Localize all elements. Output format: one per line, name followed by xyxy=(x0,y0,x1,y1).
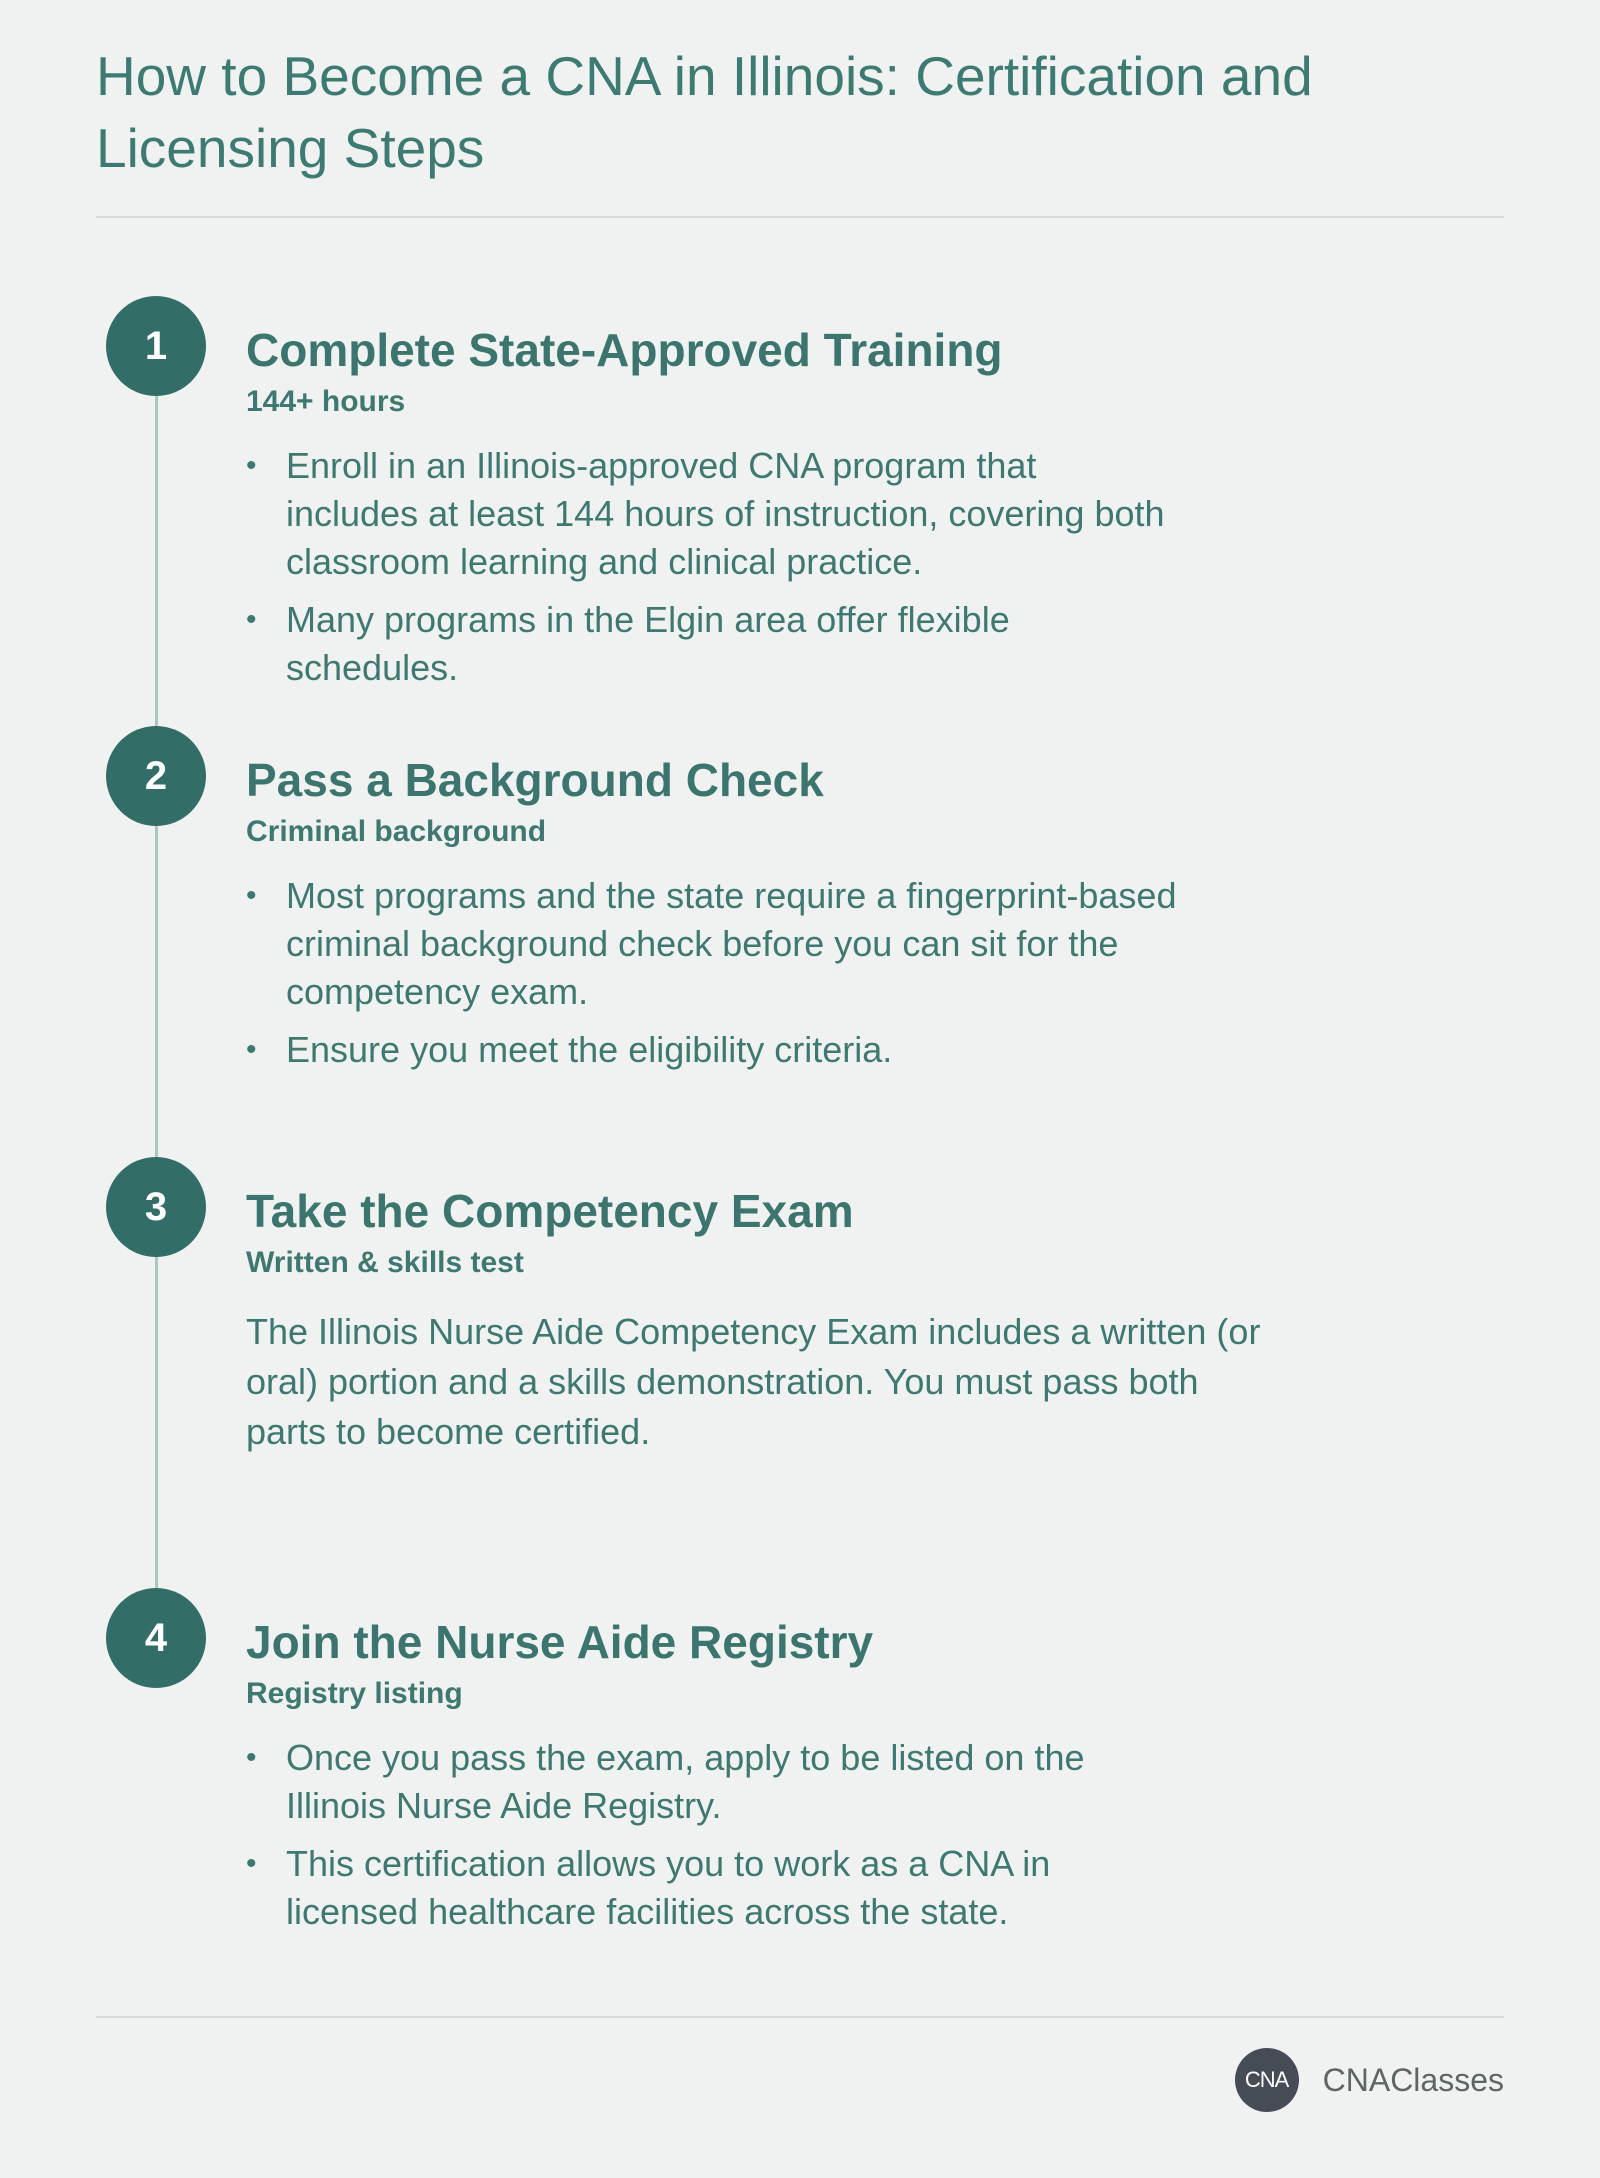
step-bullet-list: Most programs and the state require a fi… xyxy=(246,872,1246,1084)
footer-divider xyxy=(96,2016,1504,2018)
step-title: Take the Competency Exam xyxy=(246,1185,854,1237)
step-number-badge: 3 xyxy=(106,1157,206,1257)
step-title: Complete State-Approved Training xyxy=(246,324,1003,376)
bullet-item: Ensure you meet the eligibility criteria… xyxy=(246,1026,1246,1074)
bullet-item: Most programs and the state require a fi… xyxy=(246,872,1246,1016)
brand-name: CNAClasses xyxy=(1322,2061,1504,2098)
page-title: How to Become a CNA in Illinois: Certifi… xyxy=(96,45,1313,179)
step-number-badge: 4 xyxy=(106,1588,206,1688)
brand-logo: CNA CNAClasses xyxy=(1234,2048,1504,2112)
step-title: Pass a Background Check xyxy=(246,754,824,806)
step-subtitle: 144+ hours xyxy=(246,385,406,418)
step-subtitle: Criminal background xyxy=(246,815,547,848)
bullet-item: Once you pass the exam, apply to be list… xyxy=(246,1734,1166,1830)
step-number-badge: 2 xyxy=(106,726,206,826)
step-bullet-list: Enroll in an Illinois-approved CNA progr… xyxy=(246,442,1166,702)
bullet-item: This certification allows you to work as… xyxy=(246,1840,1166,1936)
step-bullet-list: Once you pass the exam, apply to be list… xyxy=(246,1734,1166,1946)
step-subtitle: Registry listing xyxy=(246,1677,463,1710)
step-title: Join the Nurse Aide Registry xyxy=(246,1616,874,1668)
brand-mark-icon: CNA xyxy=(1234,2048,1299,2112)
step-number-badge: 1 xyxy=(106,296,206,396)
step-description: The Illinois Nurse Aide Competency Exam … xyxy=(246,1311,1261,1452)
bullet-item: Enroll in an Illinois-approved CNA progr… xyxy=(246,442,1166,586)
header-divider xyxy=(96,216,1504,218)
step-subtitle: Written & skills test xyxy=(246,1246,524,1279)
timeline-line xyxy=(155,346,158,1646)
bullet-item: Many programs in the Elgin area offer fl… xyxy=(246,596,1166,692)
